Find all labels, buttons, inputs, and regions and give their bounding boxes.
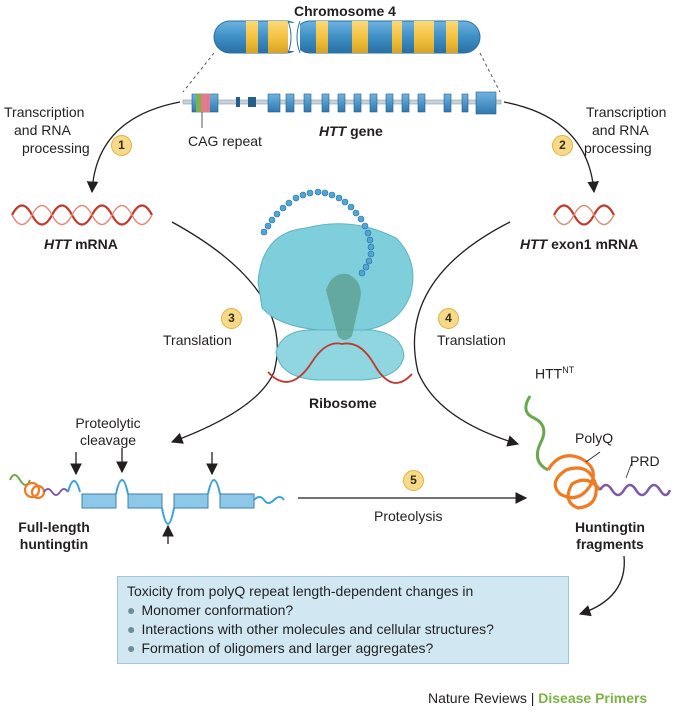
- prd-label: PRD: [630, 453, 660, 469]
- step3-translation-label: Translation: [163, 332, 232, 348]
- htt-gene-label: HTT gene: [319, 123, 383, 139]
- htt-gene-label-rest: gene: [346, 123, 383, 139]
- info-item-interactions-text: Interactions with other molecules and ce…: [141, 621, 494, 637]
- journal-footer: Nature Reviews | Disease Primers: [428, 690, 647, 706]
- step-badge-2: 2: [552, 135, 573, 156]
- htt-gene-label-italic: HTT: [319, 123, 347, 139]
- chromosome-4: [213, 20, 481, 54]
- info-box-title: Toxicity from polyQ repeat length-depend…: [127, 583, 474, 599]
- step2-label-line2: and RNA: [592, 122, 649, 138]
- step-badge-4: 4: [438, 308, 459, 329]
- huntingtin-fragment: [524, 395, 672, 510]
- footer-separator: |: [526, 690, 539, 706]
- full-length-label-line2: huntingtin: [19, 536, 89, 552]
- fragments-label-line2: fragments: [576, 536, 644, 552]
- bullet-icon: ●: [127, 640, 136, 656]
- ribosome-label: Ribosome: [309, 395, 377, 411]
- full-length-huntingtin-protein: [9, 448, 285, 544]
- toxicity-info-box: Toxicity from polyQ repeat length-depend…: [117, 576, 569, 664]
- step-badge-3: 3: [221, 308, 242, 329]
- fragments-label-line1: Huntingtin: [575, 519, 645, 535]
- htt-mrna-label-rest: mRNA: [71, 236, 118, 252]
- htt-mrna-wave: [11, 204, 153, 226]
- bullet-icon: ●: [127, 621, 136, 637]
- footer-series: Disease Primers: [538, 690, 648, 706]
- cag-repeat-label: CAG repeat: [188, 133, 262, 149]
- ribosome: [257, 188, 414, 384]
- info-item-aggregates-text: Formation of oligomers and larger aggreg…: [141, 640, 434, 656]
- bullet-icon: ●: [127, 602, 136, 618]
- htt-exon1-mrna-label-rest: exon1 mRNA: [547, 236, 639, 252]
- htt-exon1-mrna-wave: [553, 204, 615, 226]
- step1-label-line1: Transcription: [4, 104, 85, 120]
- cleavage-label-line1: Proteolytic: [75, 415, 141, 431]
- step4-translation-label: Translation: [437, 332, 506, 348]
- step-badge-1: 1: [111, 135, 132, 156]
- htt-mrna-label: HTT mRNA: [44, 236, 118, 252]
- chromosome-label: Chromosome 4: [294, 3, 396, 19]
- info-item-monomer: ● Monomer conformation?: [127, 601, 559, 620]
- footer-journal: Nature Reviews: [428, 690, 527, 706]
- htt-gene: [182, 91, 502, 128]
- step1-label-line3: processing: [22, 140, 90, 156]
- info-item-interactions: ● Interactions with other molecules and c…: [127, 620, 559, 639]
- full-length-label-line1: Full-length: [18, 519, 90, 535]
- httnt-label: HTTNT: [535, 362, 574, 382]
- info-item-monomer-text: Monomer conformation?: [141, 602, 294, 618]
- htt-mrna-label-italic: HTT: [44, 236, 72, 252]
- info-item-aggregates: ● Formation of oligomers and larger aggre…: [127, 639, 559, 658]
- httnt-label-main: HTT: [535, 365, 563, 382]
- polyq-label: PolyQ: [575, 430, 614, 446]
- step2-label-line3: processing: [584, 140, 652, 156]
- proteolysis-label: Proteolysis: [374, 508, 443, 524]
- step2-label-line1: Transcription: [586, 104, 667, 120]
- htt-exon1-mrna-label: HTT exon1 mRNA: [520, 236, 638, 252]
- httnt-label-sup: NT: [562, 365, 575, 375]
- cleavage-label-line2: cleavage: [79, 432, 137, 448]
- step-badge-5: 5: [403, 470, 424, 491]
- htt-exon1-mrna-label-italic: HTT: [520, 236, 548, 252]
- step1-label-line2: and RNA: [14, 122, 71, 138]
